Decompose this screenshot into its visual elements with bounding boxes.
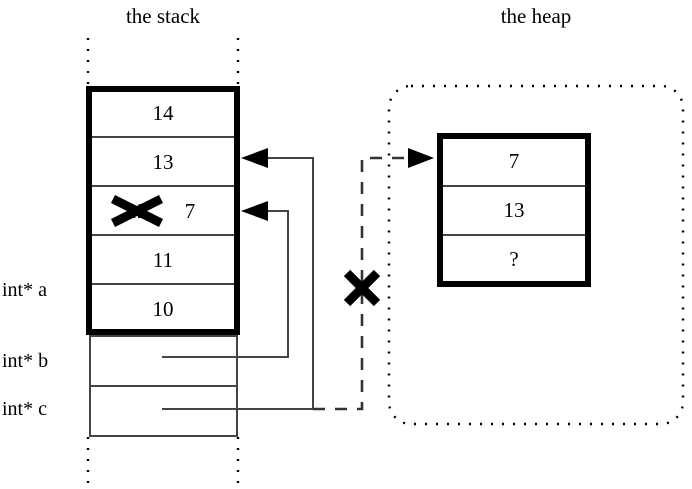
heap-cell-value-2: ? (509, 247, 519, 271)
variable-label-a: int* a (2, 279, 47, 301)
variable-label-b: int* b (2, 350, 49, 372)
stack-frame-box (86, 86, 240, 335)
broken-pointer-x-icon (343, 269, 381, 307)
heap-title: the heap (500, 4, 572, 28)
heap-region-boundary (387, 84, 685, 426)
stack-cell-value-0: 14 (152, 101, 174, 125)
heap-cell-value-1: 13 (503, 198, 525, 222)
stack-cell-value-1: 13 (152, 150, 174, 174)
variable-label-c: int* c (2, 398, 47, 420)
arrow-dashed-to-heap (313, 148, 434, 411)
stack-pointer-slots-box (89, 335, 238, 437)
arrow-b-to-cell-7 (162, 201, 289, 358)
heap-cell-value-0: 7 (508, 149, 520, 173)
arrow-c-to-cell-13 (162, 148, 314, 410)
stack-cell-value-3: 11 (152, 248, 174, 272)
stack-cell-value-2-replacement: 7 (184, 199, 196, 223)
stack-title: the stack (125, 4, 201, 28)
heap-block-box (437, 133, 591, 287)
struck-value-x-icon (110, 194, 164, 228)
stack-cell-value-4: 10 (152, 297, 174, 321)
stack-cell-value-2-struck: 12 (126, 199, 148, 223)
